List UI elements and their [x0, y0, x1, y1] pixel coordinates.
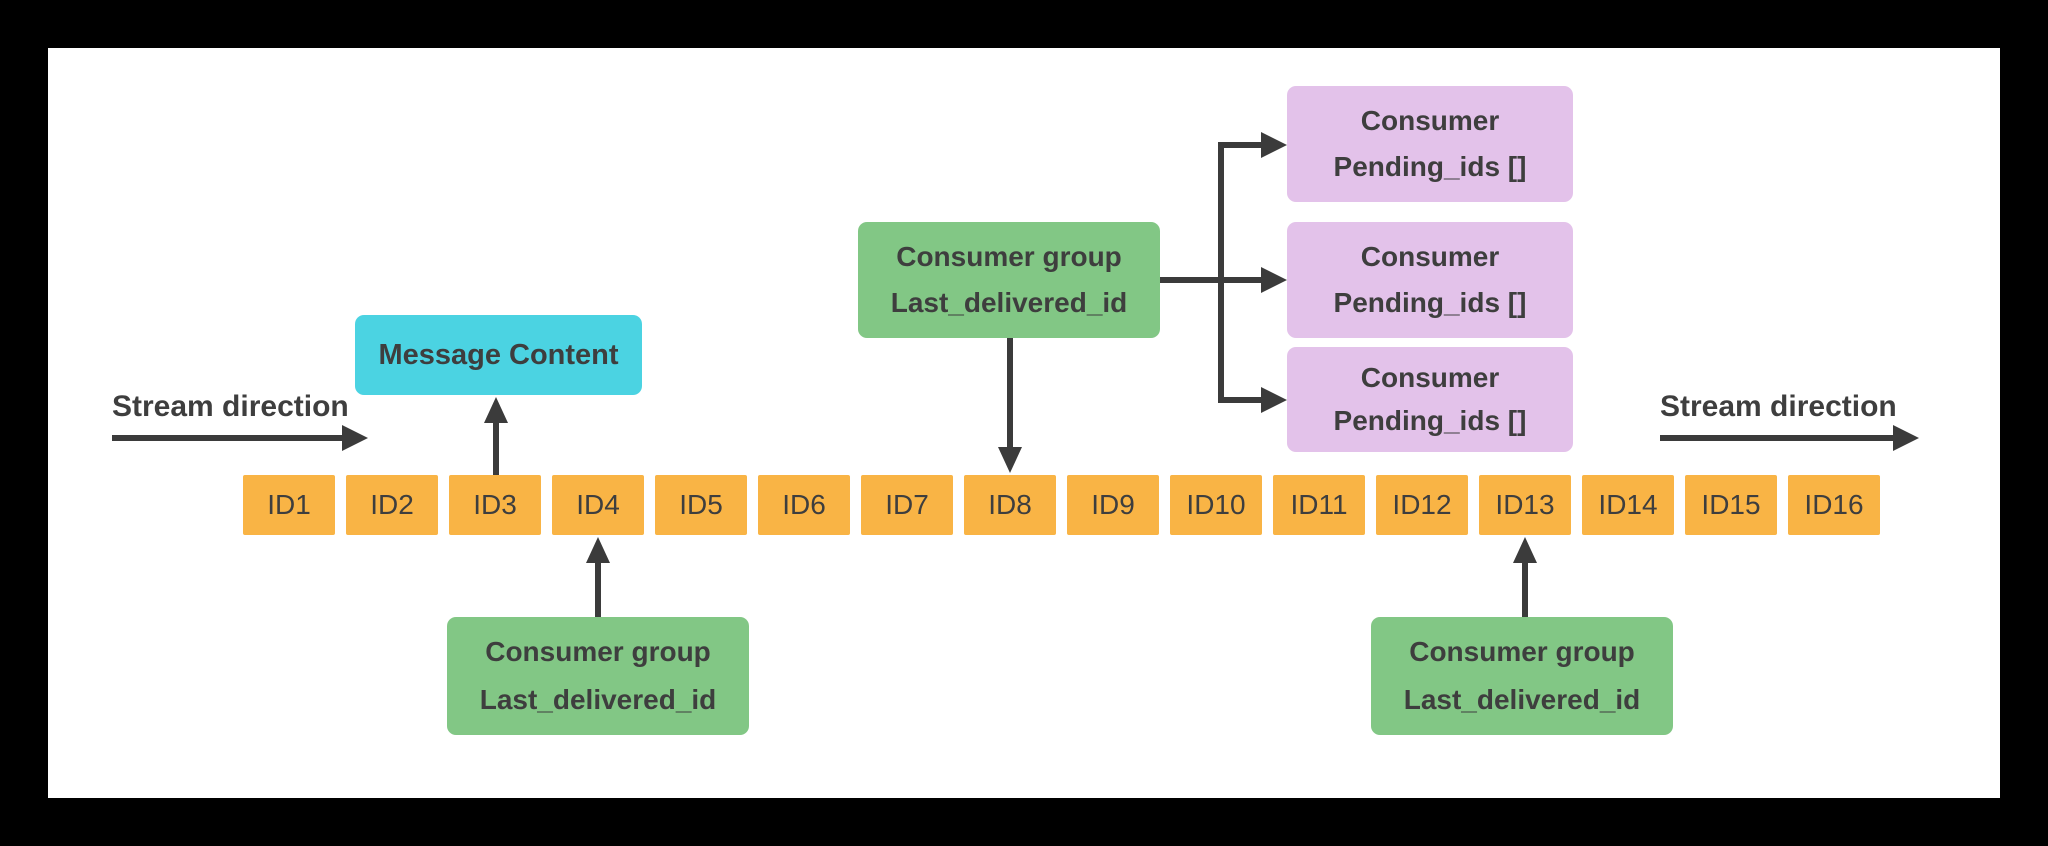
connector-branch-to-consumer-1	[1221, 142, 1265, 148]
consumer-field: Pending_ids []	[1333, 405, 1527, 436]
consumer-group-box-bottom-right: Consumer group Last_delivered_id	[1371, 617, 1673, 735]
consumer-group-title: Consumer group	[896, 240, 1122, 272]
id-box-10: ID10	[1170, 475, 1262, 535]
consumer-title: Consumer	[1360, 240, 1500, 272]
consumer-group-title: Consumer group	[485, 636, 711, 668]
diagram-canvas: Stream direction Stream direction Messag…	[48, 48, 2000, 798]
connector-branch-vertical	[1218, 142, 1224, 403]
stream-direction-label-left: Stream direction	[112, 390, 349, 423]
id-box-16: ID16	[1788, 475, 1880, 535]
id-box-13: ID13	[1479, 475, 1571, 535]
connector-branch-to-consumer-3	[1221, 397, 1265, 403]
connector-group-to-id4	[595, 561, 601, 617]
consumer-group-field: Last_delivered_id	[1403, 683, 1641, 715]
consumer-group-box-bottom-left: Consumer group Last_delivered_id	[447, 617, 749, 735]
id-box-15: ID15	[1685, 475, 1777, 535]
consumer-group-title: Consumer group	[1409, 636, 1635, 668]
arrow-right-icon	[1261, 267, 1287, 293]
id-box-7: ID7	[861, 475, 953, 535]
id-box-8: ID8	[964, 475, 1056, 535]
consumer-title: Consumer	[1360, 104, 1500, 136]
arrow-right-icon	[342, 425, 368, 451]
stream-direction-arrow-left	[112, 435, 342, 441]
id-box-2: ID2	[346, 475, 438, 535]
stream-direction-label-right: Stream direction	[1660, 390, 1897, 423]
consumer-group-box-top: Consumer group Last_delivered_id	[858, 222, 1160, 338]
arrow-right-icon	[1893, 425, 1919, 451]
connector-id3-to-message	[493, 421, 499, 475]
arrow-up-icon	[586, 537, 610, 563]
consumer-box-2: Consumer Pending_ids []	[1287, 222, 1573, 338]
stream-direction-arrow-right	[1660, 435, 1893, 441]
connector-group-to-branch	[1160, 277, 1221, 283]
connector-group-to-id8	[1007, 338, 1013, 449]
connector-branch-to-consumer-2	[1221, 277, 1265, 283]
consumer-group-field: Last_delivered_id	[890, 287, 1128, 319]
id-box-3: ID3	[449, 475, 541, 535]
id-box-11: ID11	[1273, 475, 1365, 535]
consumer-box-1: Consumer Pending_ids []	[1287, 86, 1573, 202]
arrow-up-icon	[1513, 537, 1537, 563]
consumer-field: Pending_ids []	[1333, 287, 1527, 319]
id-box-4: ID4	[552, 475, 644, 535]
id-box-6: ID6	[758, 475, 850, 535]
id-box-1: ID1	[243, 475, 335, 535]
consumer-field: Pending_ids []	[1333, 151, 1527, 183]
connector-group-to-id13	[1522, 561, 1528, 617]
stream-entries-row: ID1 ID2 ID3 ID4 ID5 ID6 ID7 ID8 ID9 ID10…	[243, 475, 1880, 535]
id-box-12: ID12	[1376, 475, 1468, 535]
id-box-5: ID5	[655, 475, 747, 535]
arrow-down-icon	[998, 447, 1022, 473]
arrow-up-icon	[484, 397, 508, 423]
message-content-box: Message Content	[355, 315, 642, 395]
arrow-right-icon	[1261, 387, 1287, 413]
consumer-box-3: Consumer Pending_ids []	[1287, 347, 1573, 452]
id-box-14: ID14	[1582, 475, 1674, 535]
arrow-right-icon	[1261, 132, 1287, 158]
consumer-title: Consumer	[1360, 362, 1500, 393]
consumer-group-field: Last_delivered_id	[479, 683, 717, 715]
id-box-9: ID9	[1067, 475, 1159, 535]
